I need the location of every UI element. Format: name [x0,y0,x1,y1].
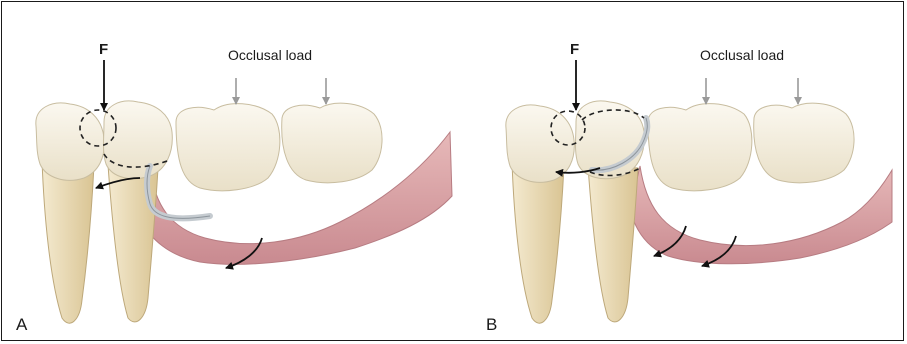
occlusal-load-label: Occlusal load [700,47,784,63]
force-label: F [570,41,579,58]
root-premolar-2 [108,165,158,322]
crown-molar-2 [754,103,854,183]
crown-molar-1 [176,104,280,191]
crown-molar-1 [648,104,752,191]
panel-label: B [486,315,497,334]
panel-label: A [16,315,28,334]
occlusal-load-label: Occlusal load [228,47,312,63]
crown-premolar-1 [36,103,104,180]
crown-premolar-1 [506,105,574,182]
root-premolar-1 [42,160,94,323]
force-label: F [99,41,108,58]
crown-molar-2 [282,103,382,183]
root-premolar-1 [512,162,564,323]
panel-b: F Occlusal load B [486,41,892,334]
panel-a: F Occlusal load A [16,41,452,334]
root-premolar-2 [588,166,638,322]
